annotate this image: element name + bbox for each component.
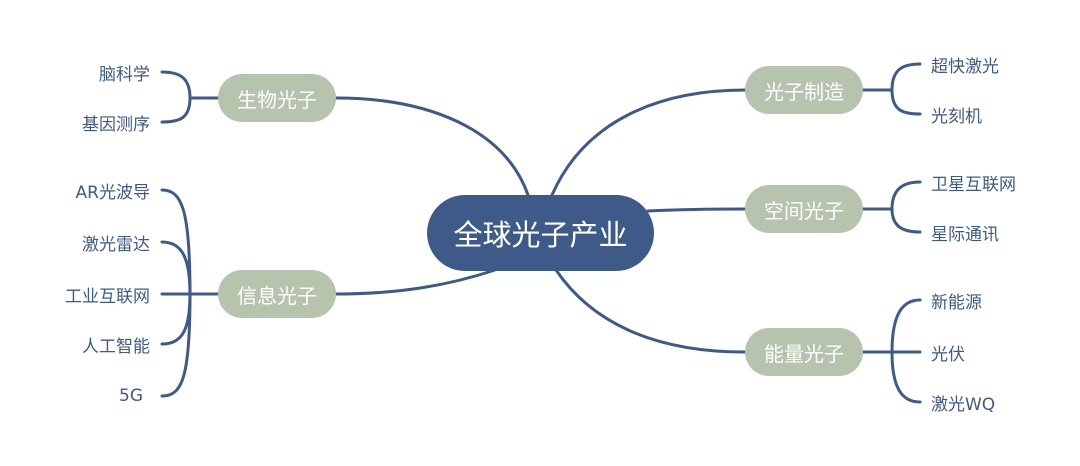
leaf-node: 星际通讯 (931, 224, 999, 245)
link-space-leaf-1 (890, 180, 922, 211)
root-node: 全球光子产业 (427, 195, 654, 271)
leaf-node: 超快激光 (931, 56, 999, 77)
link-energy-leaf-1 (890, 298, 922, 354)
branch-node-bio: 生物光子 (218, 74, 336, 122)
link-make-leaf-2 (890, 88, 922, 116)
link-bio-leaf-1 (160, 70, 192, 100)
link-energy-leaf-3 (890, 350, 922, 404)
branch-node-space: 空间光子 (745, 185, 863, 233)
leaf-node: 人工智能 (82, 336, 150, 357)
link-root-bio (334, 96, 530, 197)
leaf-node: 卫星互联网 (931, 174, 1016, 195)
link-info-leaf-2 (160, 240, 192, 296)
branch-node-info: 信息光子 (218, 270, 336, 318)
link-info-leaf-4 (160, 292, 192, 346)
branch-node-make: 光子制造 (745, 66, 863, 114)
leaf-node: 工业互联网 (65, 286, 150, 307)
link-root-make (550, 88, 747, 197)
leaf-node: 新能源 (931, 292, 982, 313)
link-space-leaf-2 (890, 207, 922, 234)
link-root-space (646, 207, 747, 213)
link-root-energy (554, 268, 747, 354)
link-bio-leaf-2 (160, 96, 192, 124)
leaf-node: AR光波导 (75, 182, 150, 203)
leaf-node: 脑科学 (99, 64, 150, 85)
link-root-info (334, 268, 497, 296)
leaf-node: 光刻机 (931, 106, 982, 127)
branch-node-energy: 能量光子 (745, 328, 863, 376)
link-info-leaf-1 (160, 188, 192, 296)
leaf-node: 5G (119, 386, 143, 406)
link-make-leaf-1 (890, 62, 922, 92)
link-info-leaf-5 (160, 292, 192, 398)
leaf-node: 激光雷达 (82, 234, 150, 255)
leaf-node: 激光WQ (931, 394, 996, 415)
leaf-node: 光伏 (931, 344, 965, 365)
leaf-node: 基因测序 (82, 114, 150, 135)
